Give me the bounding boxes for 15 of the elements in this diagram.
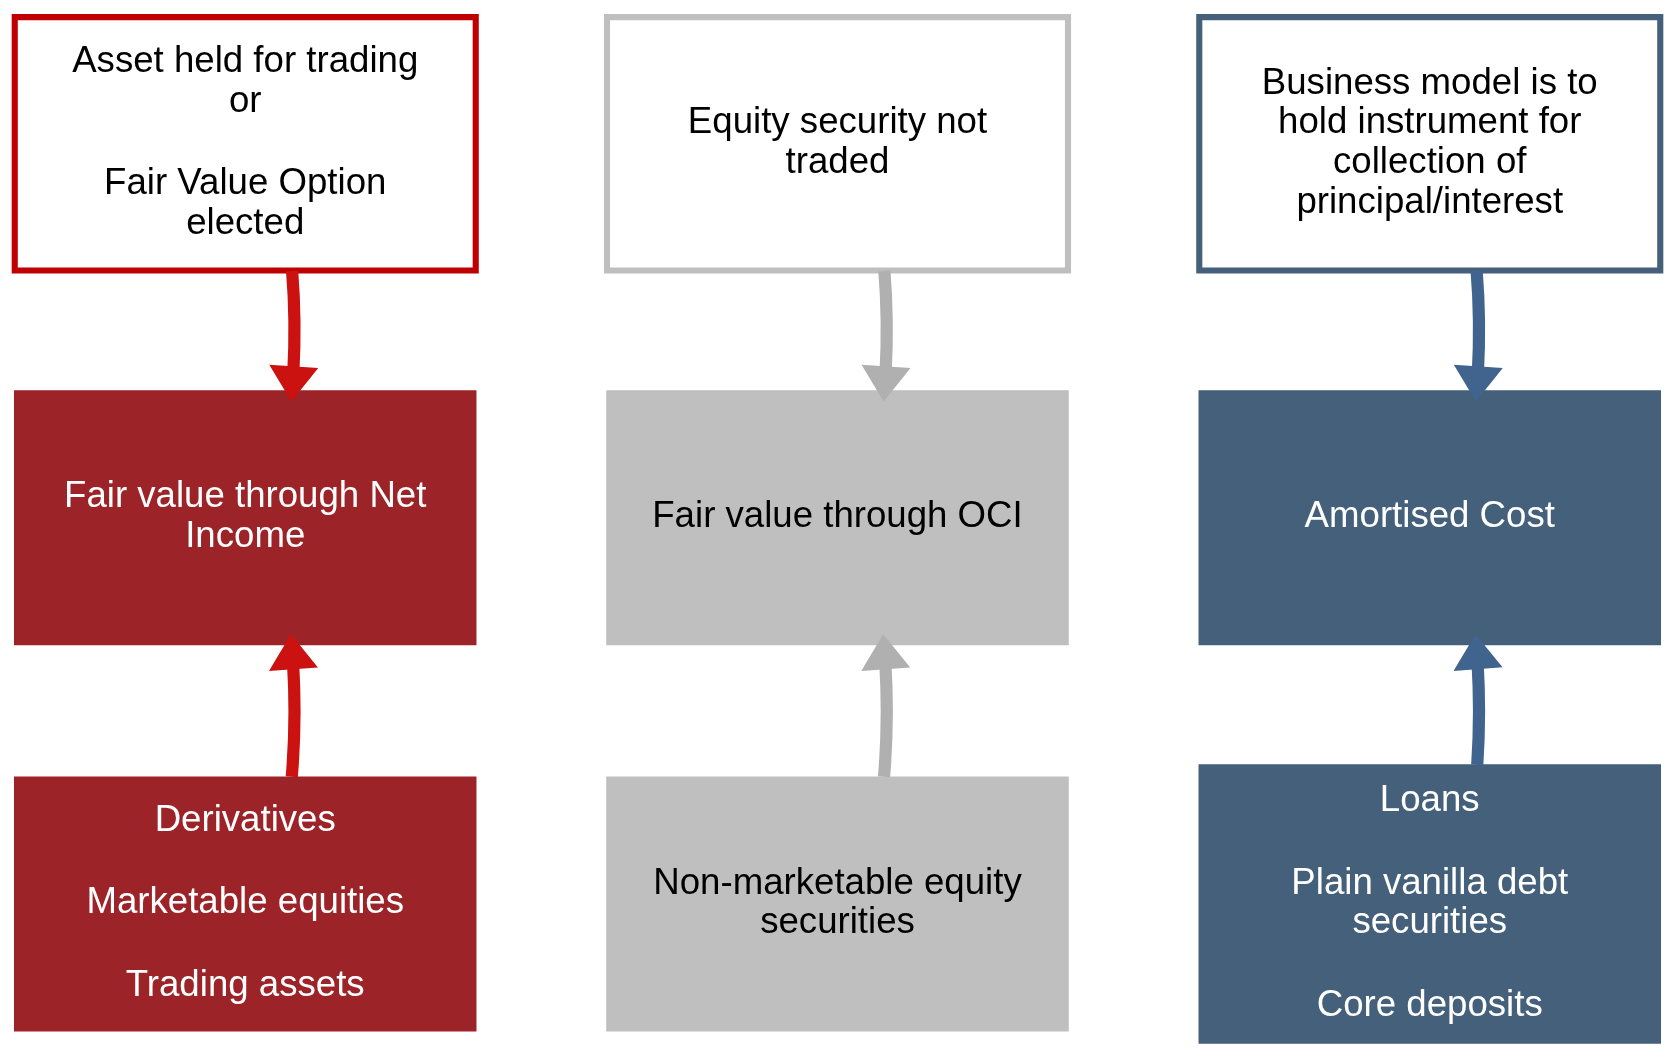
node-box: Derivatives Marketable equities Trading assets [13,776,477,1031]
arrow [1453,269,1503,401]
node-box: Fair value through OCI [606,389,1069,645]
node-box: Loans Plain vanilla debt securities Core deposits [1198,763,1662,1044]
node-box: Business model is to hold instrument for collection of principal/interest [1196,13,1664,274]
arrow [269,633,318,777]
node-box: Asset held for trading or Fair Value Option elected [11,13,479,274]
node-box: Fair value through Net Income [13,389,477,645]
node-box: Amortised Cost [1198,389,1662,645]
arrow [1453,633,1503,765]
node-box: Equity security not traded [603,13,1072,274]
arrow [861,633,911,777]
node-box: Non-marketable equity securities [606,776,1069,1031]
arrow [861,269,911,401]
arrow [269,269,319,401]
